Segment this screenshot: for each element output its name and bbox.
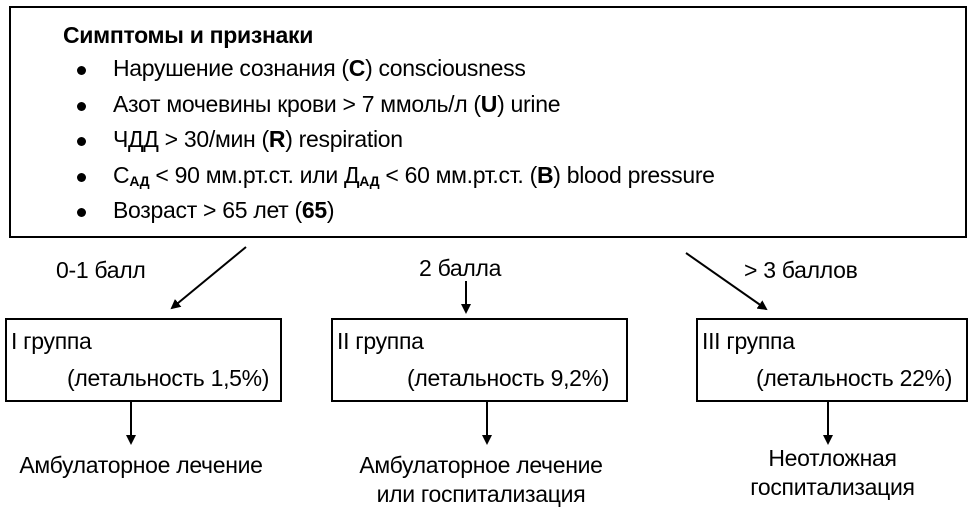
criterion-respiration: ЧДД > 30/мин (R) respiration bbox=[113, 126, 403, 153]
outcome-line: госпитализация bbox=[750, 474, 915, 500]
criterion-code: 65 bbox=[301, 197, 327, 223]
criterion-text: Нарушение сознания ( bbox=[113, 55, 349, 81]
score-label-low: 0-1 балл bbox=[56, 257, 146, 283]
criterion-text: ЧДД > 30/мин ( bbox=[113, 126, 269, 152]
bullet-icon bbox=[77, 102, 86, 111]
arrow-to-group-1 bbox=[170, 246, 247, 310]
group-mortality: (летальность 1,5%) bbox=[67, 365, 270, 391]
bullet-icon bbox=[77, 137, 86, 146]
bullet-icon bbox=[77, 173, 86, 182]
score-label-high: > 3 баллов bbox=[744, 257, 858, 283]
group-name: II группа bbox=[337, 328, 424, 354]
criterion-code: U bbox=[480, 91, 498, 117]
criterion-text: Азот мочевины крови > 7 ммоль/л ( bbox=[113, 91, 481, 117]
criteria-title: Симптомы и признаки bbox=[63, 22, 314, 48]
group-mortality: (летальность 22%) bbox=[756, 365, 953, 391]
criterion-tail: ) blood pressure bbox=[553, 162, 715, 188]
criterion-text: < 90 мм.рт.ст. или Д bbox=[149, 162, 360, 188]
arrow-to-group-3 bbox=[685, 252, 768, 311]
outcome-1: Амбулаторное лечение bbox=[10, 451, 272, 480]
group-name: I группа bbox=[11, 328, 92, 354]
criterion-tail: ) consciousness bbox=[365, 55, 526, 81]
outcome-line: Амбулаторное лечение bbox=[359, 452, 603, 478]
group-mortality: (летальность 9,2%) bbox=[407, 365, 610, 391]
criterion-code: B bbox=[536, 162, 554, 188]
criterion-blood-pressure: САД < 90 мм.рт.ст. или ДАД < 60 мм.рт.ст… bbox=[113, 162, 715, 189]
criterion-text: Возраст > 65 лет ( bbox=[113, 197, 302, 223]
criterion-subscript: АД bbox=[359, 173, 380, 189]
criterion-tail: ) urine bbox=[497, 91, 561, 117]
group-box-3: III группа (летальность 22%) bbox=[696, 318, 968, 402]
group-box-1: I группа (летальность 1,5%) bbox=[5, 318, 282, 402]
criterion-text: < 60 мм.рт.ст. ( bbox=[379, 162, 537, 188]
group-box-2: II группа (летальность 9,2%) bbox=[331, 318, 628, 402]
criterion-tail: ) bbox=[326, 197, 335, 223]
bullet-icon bbox=[77, 208, 86, 217]
group-name: III группа bbox=[702, 328, 795, 354]
score-label-mid: 2 балла bbox=[419, 255, 502, 281]
bullet-icon bbox=[77, 66, 86, 75]
outcome-line: Амбулаторное лечение bbox=[19, 452, 263, 478]
criterion-code: R bbox=[268, 126, 286, 152]
criterion-code: C bbox=[348, 55, 366, 81]
outcome-line: Неотложная bbox=[768, 445, 897, 471]
outcome-2: Амбулаторное лечение или госпитализация bbox=[331, 451, 631, 509]
outcome-line: или госпитализация bbox=[376, 481, 586, 507]
criterion-subscript: АД bbox=[129, 173, 150, 189]
criteria-box: Симптомы и признаки Нарушение сознания (… bbox=[9, 6, 967, 238]
criterion-tail: ) respiration bbox=[285, 126, 403, 152]
outcome-3: Неотложная госпитализация bbox=[725, 444, 940, 502]
criterion-consciousness: Нарушение сознания (C) consciousness bbox=[113, 55, 526, 82]
criterion-urea: Азот мочевины крови > 7 ммоль/л (U) urin… bbox=[113, 91, 560, 118]
criterion-age: Возраст > 65 лет (65) bbox=[113, 197, 335, 224]
criterion-text: С bbox=[113, 162, 130, 188]
